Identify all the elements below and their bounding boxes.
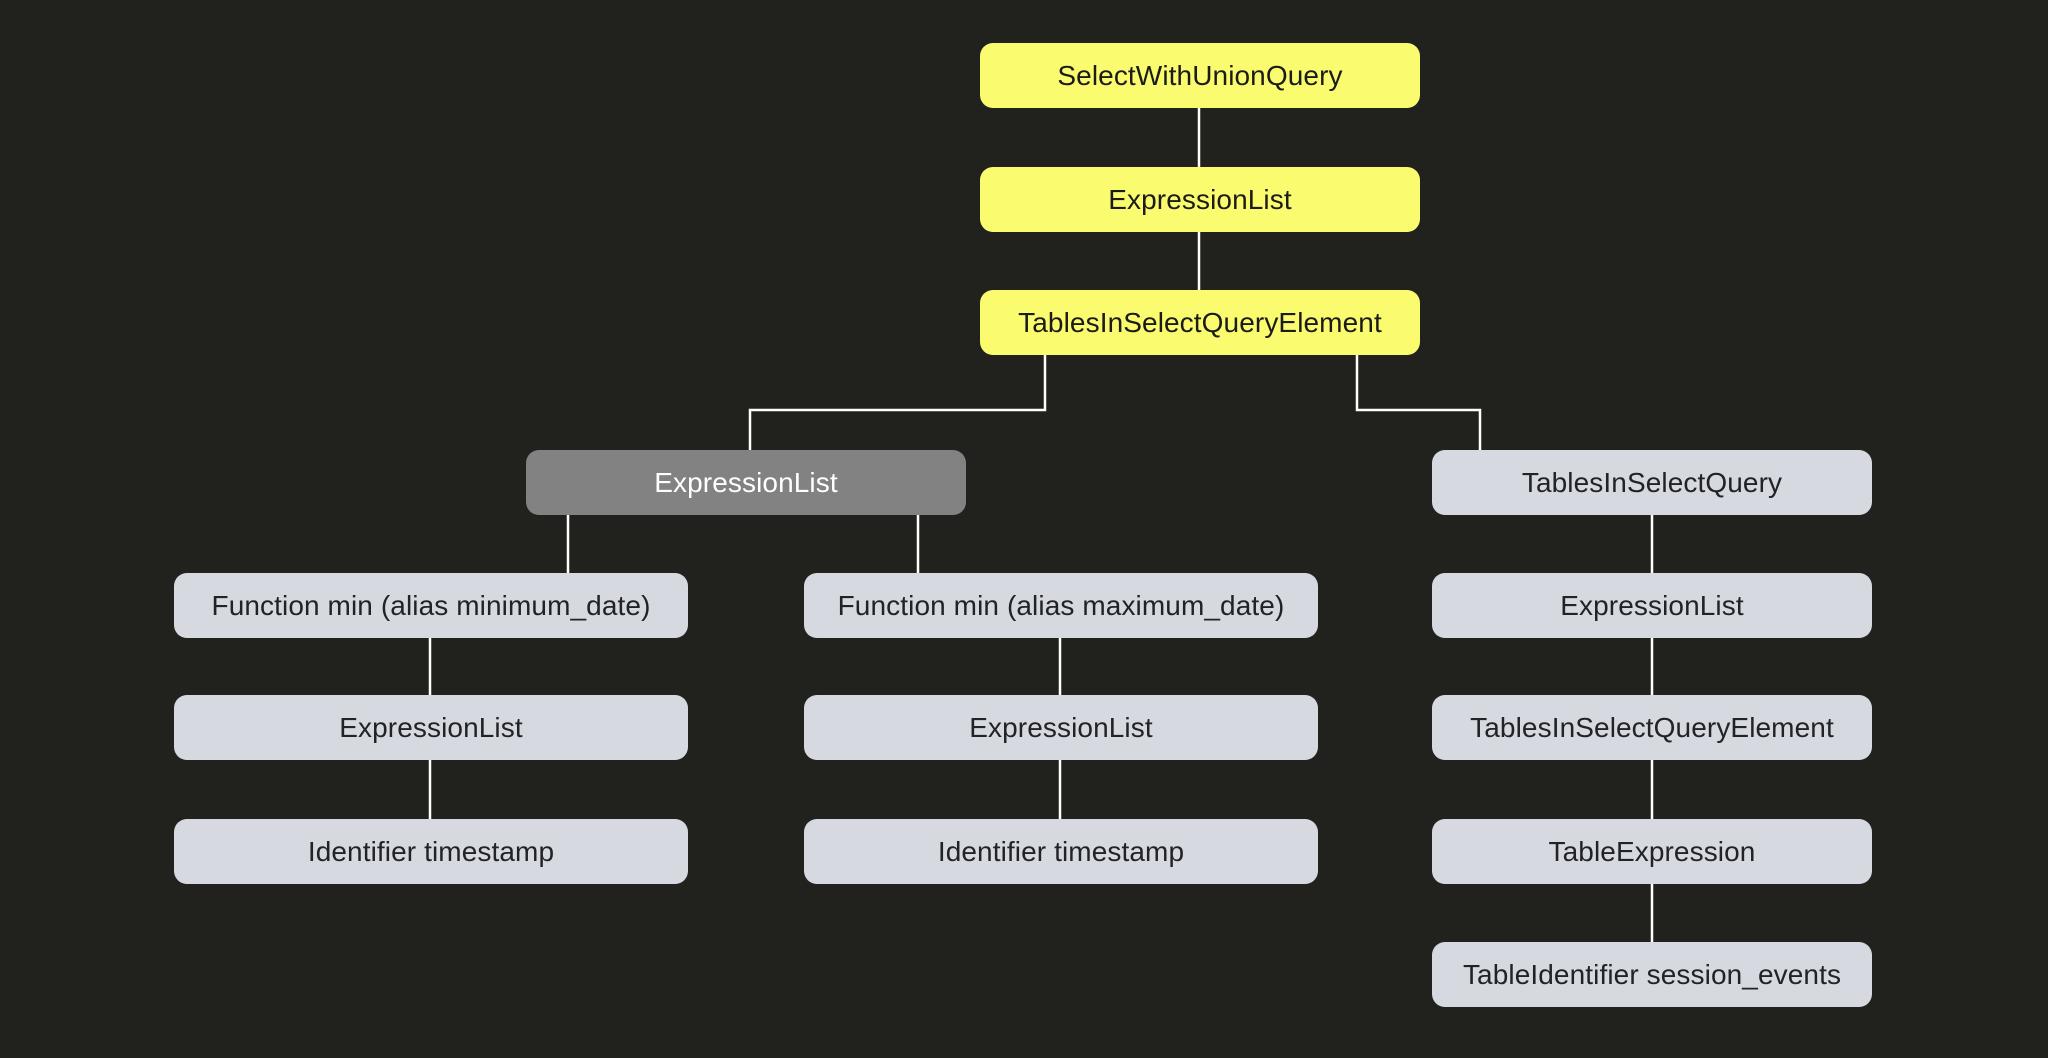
tree-node[interactable]: Function min (alias maximum_date) bbox=[804, 573, 1318, 638]
tree-node-label: ExpressionList bbox=[1108, 183, 1292, 215]
tree-node-label: TableIdentifier session_events bbox=[1462, 958, 1842, 990]
tree-node-label: Function min (alias minimum_date) bbox=[211, 589, 651, 621]
tree-node[interactable]: TablesInSelectQueryElement bbox=[1432, 695, 1872, 760]
tree-node-label: TableExpression bbox=[1548, 835, 1756, 867]
tree-node-label: Identifier timestamp bbox=[937, 835, 1185, 867]
tree-node-label: TablesInSelectQueryElement bbox=[1470, 711, 1834, 743]
tree-node[interactable]: Function min (alias minimum_date) bbox=[174, 573, 688, 638]
tree-node[interactable]: SelectWithUnionQuery bbox=[980, 43, 1420, 108]
tree-node[interactable]: ExpressionList bbox=[174, 695, 688, 760]
tree-edge bbox=[1355, 355, 1482, 450]
tree-node-label: Identifier timestamp bbox=[307, 835, 555, 867]
tree-node-label: TablesInSelectQueryElement bbox=[1018, 306, 1382, 338]
tree-node[interactable]: TablesInSelectQueryElement bbox=[980, 290, 1420, 355]
tree-node-label: ExpressionList bbox=[339, 711, 523, 743]
tree-node-label: TablesInSelectQuery bbox=[1521, 466, 1783, 498]
tree-node[interactable]: ExpressionList bbox=[804, 695, 1318, 760]
tree-node[interactable]: TableIdentifier session_events bbox=[1432, 942, 1872, 1007]
tree-node[interactable]: TablesInSelectQuery bbox=[1432, 450, 1872, 515]
tree-node[interactable]: ExpressionList bbox=[526, 450, 966, 515]
tree-node-label: ExpressionList bbox=[1560, 589, 1744, 621]
tree-node-label: SelectWithUnionQuery bbox=[1057, 59, 1343, 91]
tree-node-label: Function min (alias maximum_date) bbox=[837, 589, 1285, 621]
tree-node-label: ExpressionList bbox=[969, 711, 1153, 743]
tree-node[interactable]: ExpressionList bbox=[1432, 573, 1872, 638]
tree-node[interactable]: ExpressionList bbox=[980, 167, 1420, 232]
tree-node[interactable]: Identifier timestamp bbox=[804, 819, 1318, 884]
tree-edge bbox=[748, 355, 1047, 450]
tree-node[interactable]: Identifier timestamp bbox=[174, 819, 688, 884]
tree-node-label: ExpressionList bbox=[654, 466, 838, 498]
tree-node[interactable]: TableExpression bbox=[1432, 819, 1872, 884]
